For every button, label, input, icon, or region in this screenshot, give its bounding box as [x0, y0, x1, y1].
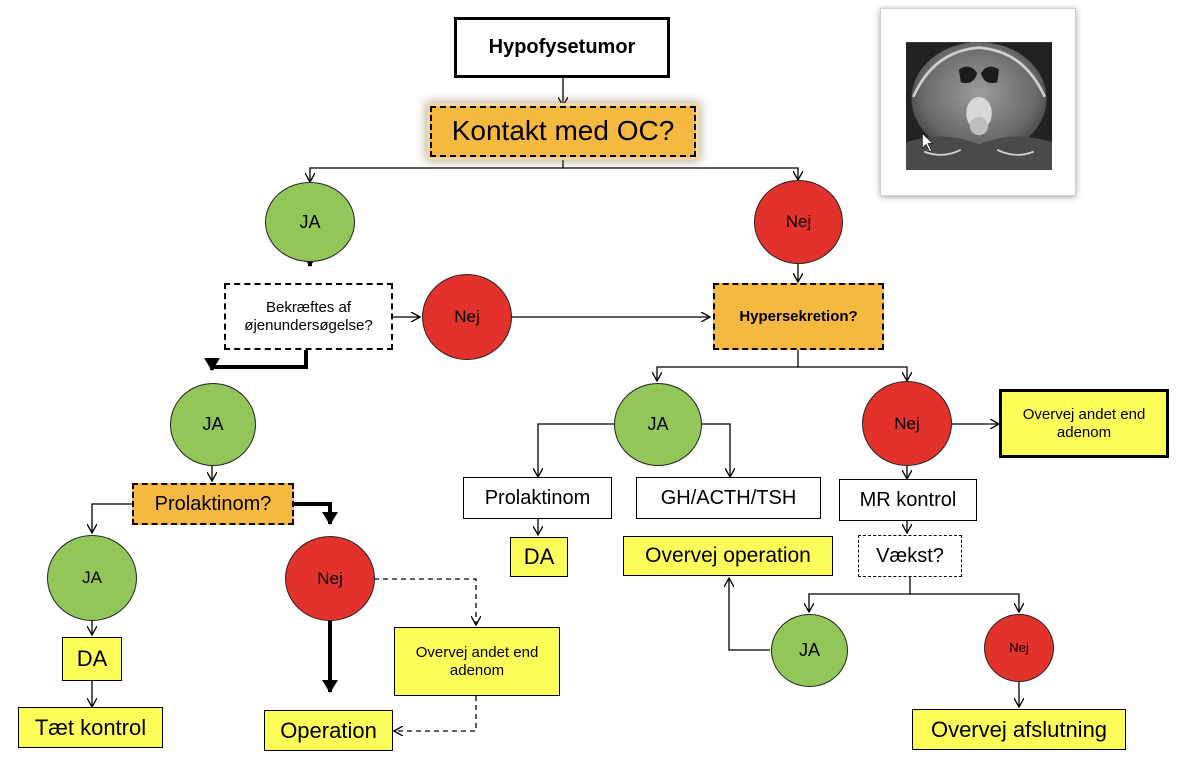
node-kontakt-med-oc: Kontakt med OC?	[430, 106, 696, 157]
arrow-ja-to-gh	[702, 423, 730, 477]
node-da-left: DA	[62, 637, 122, 681]
bold-arrow-prolaktinom-to-nej	[294, 502, 338, 525]
node-vaekst: Vækst?	[858, 535, 962, 577]
node-ja-hyper: JA	[614, 383, 702, 466]
node-mr-kontrol: MR kontrol	[839, 479, 977, 521]
node-overvej-afslutning: Overvej afslutning	[912, 709, 1126, 750]
node-nej-vaekst: Nej	[984, 614, 1054, 682]
arrow-ja-to-prolaktinom	[538, 423, 614, 477]
bold-arrow-bekraeftes-to-ja	[204, 350, 308, 371]
node-prolaktinom-question: Prolaktinom?	[132, 483, 294, 525]
node-hypersekretion: Hypersekretion?	[713, 283, 884, 350]
node-gh-acth-tsh: GH/ACTH/TSH	[636, 477, 821, 519]
arrow-nej-to-overvej-dashed	[374, 578, 476, 625]
arrow-overvej-to-operation-dashed	[394, 696, 477, 731]
node-overvej-andet-right: Overvej andet end adenom	[999, 389, 1169, 458]
arrow-vaekst-to-nej	[910, 593, 1019, 612]
mri-brain-scan-icon	[906, 42, 1052, 170]
arrow-kontakt-to-ja	[310, 157, 564, 182]
arrow-kontakt-to-nej	[563, 167, 798, 180]
node-ja-bekraeftes: JA	[170, 383, 256, 466]
node-nej-bekraeftes: Nej	[422, 274, 512, 360]
node-da-right: DA	[510, 537, 568, 577]
node-bekraeftes: Bekræftes af øjenundersøgelse?	[224, 283, 393, 350]
node-ja-top: JA	[265, 182, 355, 262]
node-ja-vaekst: JA	[771, 614, 848, 687]
arrow-ja-vaekst-to-operation	[729, 578, 770, 651]
node-nej-hyper: Nej	[862, 381, 952, 466]
arrow-vaekst-to-ja	[809, 577, 911, 612]
arrow-prolaktinom-to-ja-left	[92, 503, 132, 533]
node-prolaktinom-right: Prolaktinom	[463, 477, 612, 519]
node-nej-top: Nej	[754, 180, 843, 264]
arrow-hyper-to-nej	[798, 366, 907, 381]
node-taet-kontrol: Tæt kontrol	[18, 707, 163, 748]
node-overvej-andet-left: Overvej andet end adenom	[394, 627, 560, 696]
node-hypofysetumor: Hypofysetumor	[454, 17, 670, 78]
node-nej-prolaktinom: Nej	[285, 536, 375, 621]
mri-image-card	[880, 8, 1076, 196]
arrow-hyper-to-ja	[657, 350, 799, 381]
node-overvej-operation: Overvej operation	[623, 536, 833, 576]
node-operation: Operation	[264, 710, 393, 751]
node-ja-prolaktinom: JA	[47, 535, 137, 621]
